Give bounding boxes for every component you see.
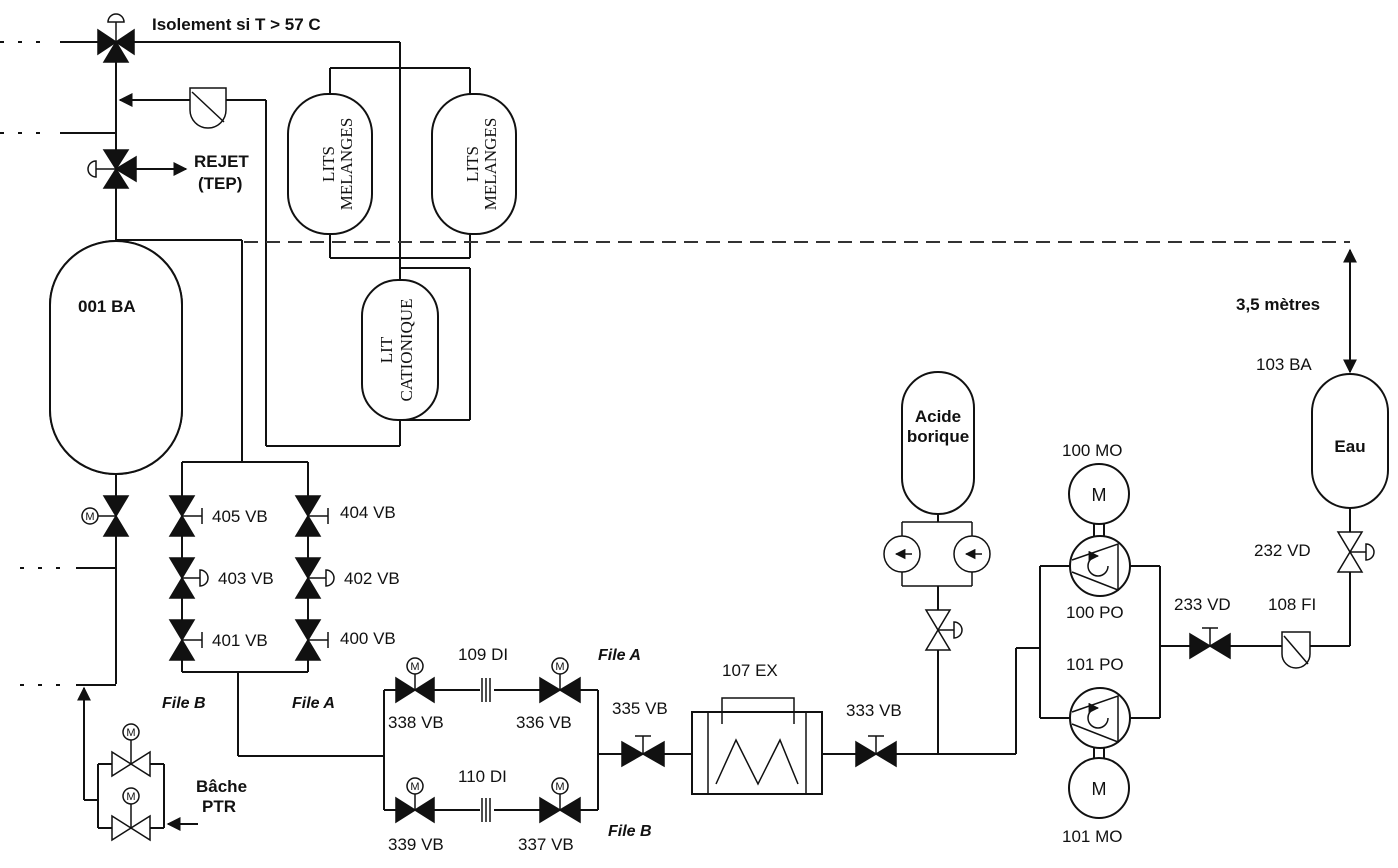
pump-100-po xyxy=(1069,535,1131,597)
valve-333-vb xyxy=(855,735,897,768)
boric-acid-pump-left xyxy=(883,535,921,573)
valve-233-label: 233 VD xyxy=(1174,595,1231,614)
lits-melanges-2-line1: LITS xyxy=(463,146,482,182)
valve-232-label: 232 VD xyxy=(1254,541,1311,560)
valve-402-label: 402 VB xyxy=(344,569,400,588)
valve-404-label: 404 VB xyxy=(340,503,396,522)
valve-333-label: 333 VB xyxy=(846,701,902,720)
di-109-label: 109 DI xyxy=(458,645,508,664)
valve-335-vb xyxy=(621,735,665,768)
valve-336-vb: M xyxy=(539,657,581,704)
tank-103-label: 103 BA xyxy=(1256,355,1312,374)
lit-cationique-line2: CATIONIQUE xyxy=(397,299,416,402)
lit-cationique: LIT CATIONIQUE xyxy=(361,279,439,421)
exchanger-107-label: 107 EX xyxy=(722,661,778,680)
file-b-right-label: File B xyxy=(608,823,652,840)
filter-108-fi xyxy=(1281,631,1311,669)
valve-338-label: 338 VB xyxy=(388,713,444,732)
rejet-label-2: (TEP) xyxy=(198,174,242,193)
motor-100-mo: M xyxy=(1068,463,1130,525)
acide-label-2: borique xyxy=(907,427,969,446)
rejet-label-1: REJET xyxy=(194,152,249,171)
motor-symbol: M xyxy=(126,791,135,803)
file-a-left-label: File A xyxy=(292,695,335,712)
motor-101-label: 101 MO xyxy=(1062,827,1122,846)
piping xyxy=(0,41,1357,831)
acide-label-1: Acide xyxy=(915,407,961,426)
rejet-3way-valve xyxy=(87,149,137,189)
boric-acid-pump-right xyxy=(953,535,991,573)
lits-melanges-2: LITS MELANGES xyxy=(431,93,517,235)
valve-335-label: 335 VB xyxy=(612,699,668,718)
tank-acide-borique: Acide borique xyxy=(901,371,975,515)
motor-101-mo: M xyxy=(1068,757,1130,819)
valve-405-vb xyxy=(168,495,203,537)
valve-336-label: 336 VB xyxy=(516,713,572,732)
motor-100-label: 100 MO xyxy=(1062,441,1122,460)
hauteur-label: 3,5 mètres xyxy=(1236,295,1320,314)
motor-symbol: M xyxy=(1092,485,1107,505)
valve-403-vb xyxy=(168,557,209,599)
valve-400-vb xyxy=(294,619,329,661)
valve-233-vd xyxy=(1189,627,1231,660)
labels: Isolement si T > 57 C REJET (TEP) 3,5 mè… xyxy=(152,15,1320,854)
tank-103-ba: Eau xyxy=(1311,373,1389,509)
filter-108-label: 108 FI xyxy=(1268,595,1316,614)
pump-100-label: 100 PO xyxy=(1066,603,1124,622)
valve-400-label: 400 VB xyxy=(340,629,396,648)
valve-402-vb xyxy=(294,557,335,599)
motor-symbol: M xyxy=(555,661,564,673)
valve-337-vb: M xyxy=(539,777,581,824)
boric-acid-control-valve xyxy=(924,609,963,651)
valve-232-vd xyxy=(1336,531,1375,573)
motor-symbol: M xyxy=(410,781,419,793)
lits-melanges-1-line1: LITS xyxy=(319,146,338,182)
flow-check-top xyxy=(189,87,227,129)
di-110-label: 110 DI xyxy=(458,767,507,786)
bache-valve-top: M xyxy=(111,723,151,778)
demineralizer-110-di xyxy=(481,798,491,822)
file-a-right-label: File A xyxy=(598,647,641,664)
bache-valve-bottom: M xyxy=(111,787,151,842)
valve-405-label: 405 VB xyxy=(212,507,268,526)
isolement-label: Isolement si T > 57 C xyxy=(152,15,321,34)
lits-melanges-1: LITS MELANGES xyxy=(287,93,373,235)
motor-symbol: M xyxy=(126,727,135,739)
valve-401-label: 401 VB xyxy=(212,631,268,650)
motor-symbol: M xyxy=(410,661,419,673)
lit-cationique-line1: LIT xyxy=(377,336,396,363)
valve-401-vb xyxy=(168,619,203,661)
lits-melanges-2-line2: MELANGES xyxy=(481,118,500,211)
motor-symbol: M xyxy=(555,781,564,793)
demineralizer-109-di xyxy=(481,678,491,702)
lits-melanges-1-line2: MELANGES xyxy=(337,118,356,211)
valve-337-label: 337 VB xyxy=(518,835,574,854)
motorized-valve-001: M xyxy=(81,495,130,537)
pump-101-po xyxy=(1069,687,1131,749)
valve-338-vb: M xyxy=(395,657,435,704)
bache-label-1: Bâche xyxy=(196,777,247,796)
tank-001-label: 001 BA xyxy=(78,297,136,316)
valve-404-vb xyxy=(294,495,329,537)
heat-exchanger-107-ex xyxy=(691,697,823,795)
valve-339-vb: M xyxy=(395,777,435,824)
valve-403-label: 403 VB xyxy=(218,569,274,588)
bache-label-2: PTR xyxy=(202,797,236,816)
motor-symbol: M xyxy=(85,511,94,523)
valve-339-label: 339 VB xyxy=(388,835,444,854)
file-b-left-label: File B xyxy=(162,695,206,712)
eau-label: Eau xyxy=(1334,437,1365,456)
isolation-3way-valve xyxy=(97,13,135,63)
tank-001-ba: 001 BA xyxy=(49,240,183,475)
motor-symbol: M xyxy=(1092,779,1107,799)
pump-101-label: 101 PO xyxy=(1066,655,1124,674)
